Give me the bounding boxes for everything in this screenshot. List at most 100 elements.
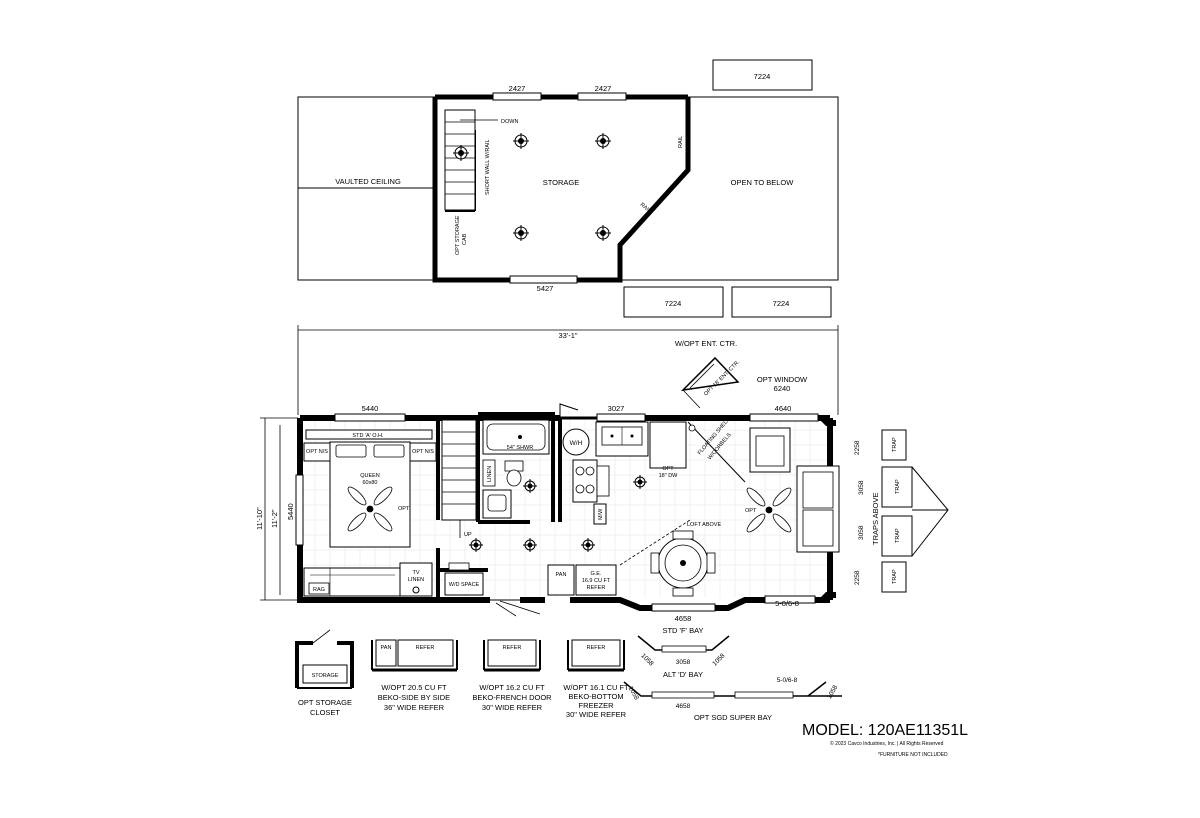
microwave <box>593 503 607 525</box>
loft-window-right <box>577 92 627 101</box>
wh-label: W/H <box>570 440 583 447</box>
window-3027 <box>596 413 646 422</box>
option-desc: 30" WIDE REFER <box>566 710 627 719</box>
window-5440-side <box>295 474 304 546</box>
refer-label: REFER <box>587 585 606 591</box>
ceiling-fan-icon <box>347 486 393 532</box>
std-a-oh-label: STD 'A' O.H. <box>352 433 384 439</box>
rail-label: RAIL <box>678 136 684 148</box>
traps-above-label: TRAPS ABOVE <box>871 492 880 545</box>
bathroom: 54" SHWR LINEN <box>482 419 550 519</box>
refer-size-label: 16.9 CU FT <box>582 578 611 584</box>
window-label: 2258 <box>854 570 861 585</box>
loft-above-label: LOFT ABOVE <box>687 522 721 528</box>
bay-dim-label: 1058 <box>711 652 726 667</box>
window-label: 5440 <box>362 404 379 413</box>
option-desc: 36" WIDE REFER <box>384 703 445 712</box>
alt-d-bay-label: ALT 'D' BAY <box>663 670 703 679</box>
opt-dw-label: OPT <box>662 466 674 472</box>
light-fixture-icon <box>633 475 647 489</box>
width-dim-label: 11'-2" <box>270 509 279 528</box>
linen-label: LINEN <box>487 466 493 482</box>
pantry <box>547 564 575 596</box>
loft-window-left <box>492 92 542 101</box>
storage-closet-label: OPT STORAGE <box>298 698 352 707</box>
short-wall-label: SHORT WALL W/RAIL <box>485 139 491 195</box>
living-room: OPT <box>745 427 840 553</box>
linen-closet <box>482 459 496 487</box>
window-label: 4640 <box>775 404 792 413</box>
std-f-bay-label: STD 'F' BAY <box>662 626 703 635</box>
vaulted-ceiling-label: VAULTED CEILING <box>335 177 401 186</box>
bay-dim-label: 1058 <box>627 685 640 701</box>
loft-window-left-label: 2427 <box>509 84 526 93</box>
pan-label: PAN <box>556 572 567 578</box>
loft-window-bottom-label: 5427 <box>537 284 554 293</box>
opt-storage-cab-label: OPT STORAGE <box>455 215 461 255</box>
linen-label: LINEN <box>408 577 424 583</box>
trap-label: TRAP <box>892 437 898 452</box>
loft-storage-label: STORAGE <box>543 178 580 187</box>
pillow <box>373 444 405 458</box>
dishwasher <box>649 421 687 469</box>
pan-label: PAN <box>381 645 392 651</box>
option-french-door-refer: REFER W/OPT 16.2 CU FT BEKO-FRENCH DOOR … <box>472 639 552 712</box>
refer-label: REFER <box>587 645 606 651</box>
floating-shelf <box>687 421 746 483</box>
sliding-glass-door <box>764 595 816 604</box>
up-label: UP <box>464 532 472 538</box>
bay-window-label: 4658 <box>675 614 692 623</box>
window-label: 3027 <box>608 404 625 413</box>
window-4640 <box>749 413 819 422</box>
bay-dim-label: 3058 <box>676 659 691 666</box>
option-bottom-freezer-refer: REFER W/OPT 16.1 CU FT BEKO-BOTTOM FREEZ… <box>563 639 629 719</box>
fan-opt-label: OPT <box>398 506 410 512</box>
option-desc: BEKO-FRENCH DOOR <box>472 693 552 702</box>
shower-label: 54" SHWR <box>507 445 533 451</box>
window-label: 5440 <box>286 503 295 520</box>
trap-label: TRAP <box>895 528 901 543</box>
bay-dim-label: 1058 <box>639 652 654 667</box>
queen-size-label: 60x80 <box>363 480 378 486</box>
interior-walls <box>436 412 562 598</box>
width-dim-label: 11'-10" <box>255 507 264 530</box>
option-side-by-side-refer: PAN REFER W/OPT 20.5 CU FT BEKO-SIDE BY … <box>371 639 458 712</box>
light-fixture-icon <box>453 145 469 161</box>
loft-stairs <box>444 109 498 211</box>
ge-label: G.E. <box>590 571 601 577</box>
kitchen: M/W OPT 18" DW FLOATING SHELF W/CORBELS … <box>547 416 746 596</box>
opt-storage-cab-label-2: CAB <box>462 233 468 245</box>
light-fixture-icon <box>513 225 529 241</box>
range <box>572 459 598 503</box>
tv-label: TV <box>412 570 419 576</box>
refrigerator <box>575 564 617 596</box>
option-desc: 30" WIDE REFER <box>482 703 543 712</box>
tv-linen-cabinet <box>399 562 433 597</box>
open-to-below-label: OPEN TO BELOW <box>731 178 795 187</box>
option-desc: W/OPT 20.5 CU FT <box>381 683 447 692</box>
washer-dryer-space: W/D SPACE <box>444 562 484 596</box>
opt-ent-ctr-label: W/OPT ENT. CTR. <box>675 339 737 348</box>
window-4658 <box>651 603 716 612</box>
light-fixture-icon <box>523 479 537 493</box>
sgd-label: 5-0/6-8 <box>775 599 799 608</box>
light-fixture-icon <box>513 133 529 149</box>
ceiling-fan-icon <box>746 487 792 533</box>
copyright: © 2023 Cavco Industries, Inc. | All Righ… <box>830 740 944 747</box>
sgd-super-bay-label: OPT SGD SUPER BAY <box>694 713 772 722</box>
queen-label: QUEEN <box>360 473 380 479</box>
opt-entertainment-center: W/OPT ENT. CTR. OPT 18' ENT. CTR. <box>675 339 741 409</box>
toilet-tank <box>504 460 524 472</box>
window-label: 2258 <box>854 440 861 455</box>
option-alt-d-bay: 1058 3058 1058 ALT 'D' BAY <box>637 635 730 679</box>
nightstand-label: OPT N/S <box>412 449 434 455</box>
bedroom: STD 'A' O.H. OPT N/S OPT N/S QUEEN 60x80… <box>303 429 437 597</box>
box-label: 7224 <box>754 72 771 81</box>
refer-label: REFER <box>416 645 435 651</box>
model-number: MODEL: 120AE11351L <box>802 722 968 739</box>
main-stairs: UP <box>441 419 477 538</box>
light-fixture-icon <box>523 538 537 552</box>
overhead-cabinet <box>305 429 433 440</box>
